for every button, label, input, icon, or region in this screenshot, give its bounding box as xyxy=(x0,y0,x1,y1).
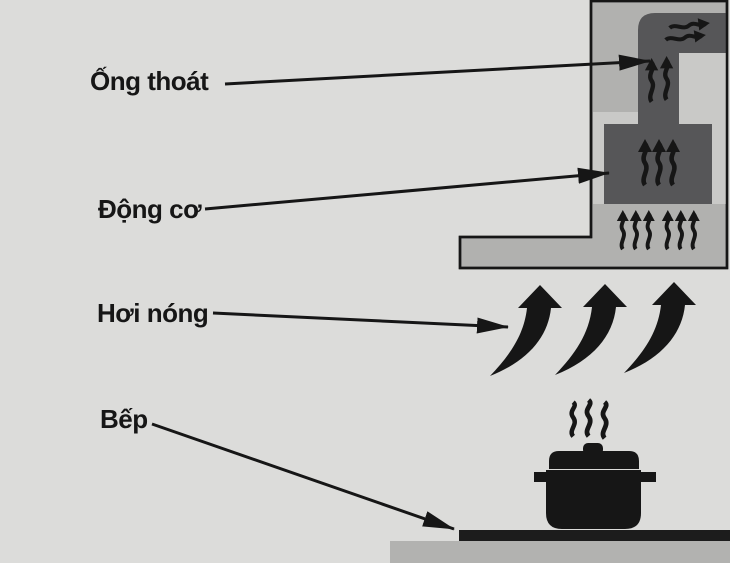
pot-icon xyxy=(534,443,656,529)
leader-arrow-motor xyxy=(204,167,610,211)
label-exhaust-pipe: Ống thoát xyxy=(90,66,209,96)
leader-arrow-stove xyxy=(151,422,455,531)
housing-outline xyxy=(458,0,729,270)
leader-arrow-exhaust-pipe xyxy=(224,54,651,86)
duct-recess-panel xyxy=(679,53,726,125)
motor-airflow-arrows xyxy=(638,139,680,185)
leader-arrows xyxy=(151,54,651,531)
label-stove: Bếp xyxy=(100,404,148,434)
countertop xyxy=(390,541,730,563)
label-hot-air: Hơi nóng xyxy=(97,298,209,328)
leader-arrow-hot-air xyxy=(212,311,509,334)
exhaust-duct xyxy=(638,13,727,126)
stove-surface xyxy=(459,530,730,541)
pot-lid xyxy=(549,451,639,469)
label-motor: Động cơ xyxy=(98,194,202,224)
pot-body xyxy=(546,470,641,529)
